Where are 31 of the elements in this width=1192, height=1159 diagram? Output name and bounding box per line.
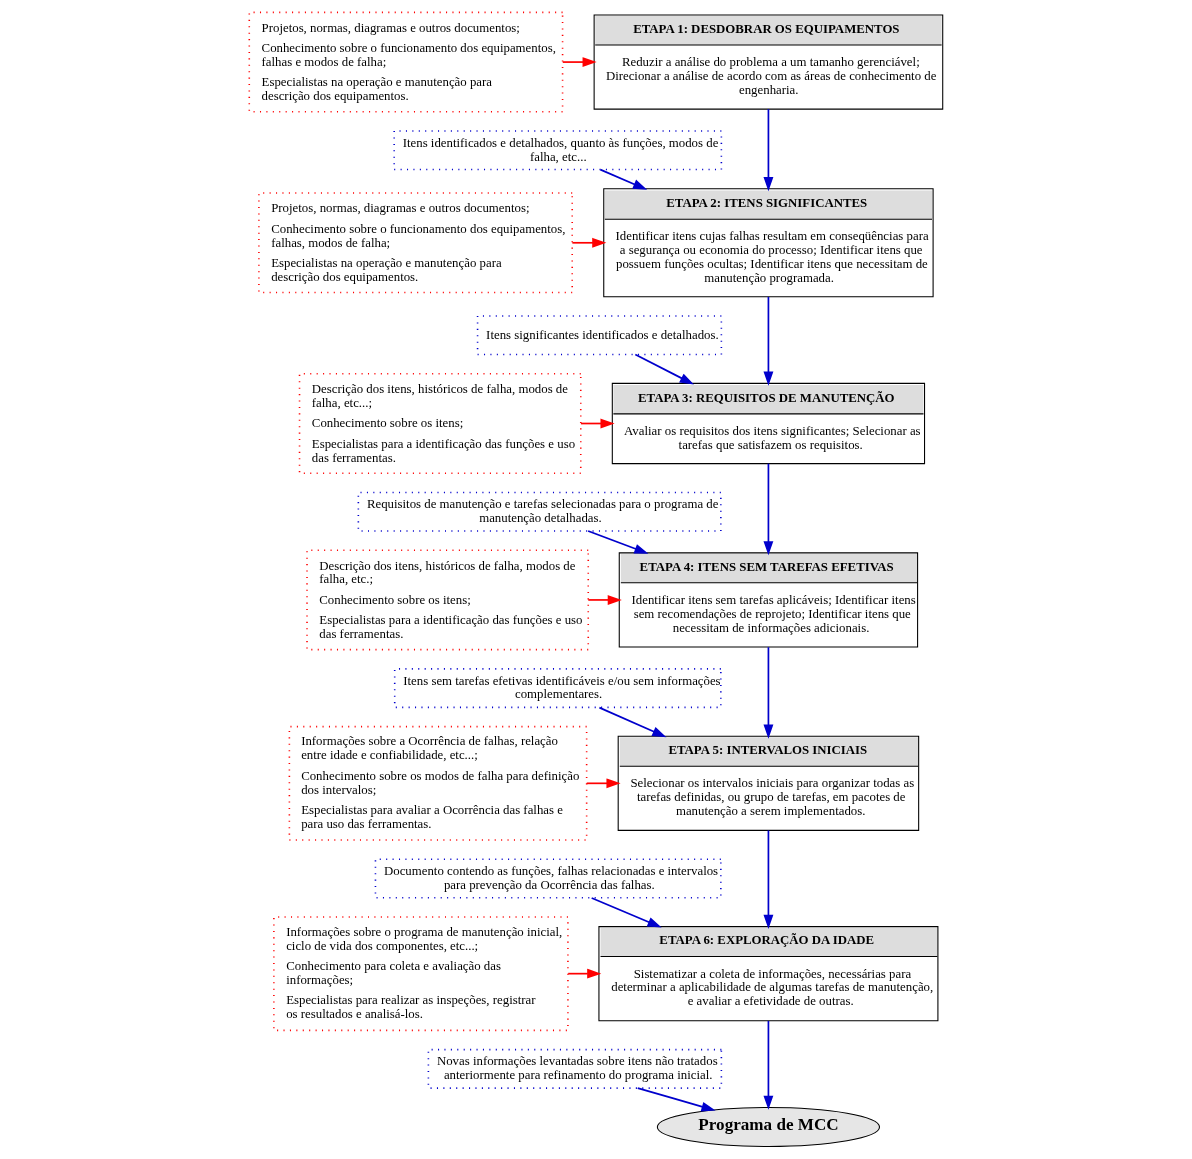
arrow — [587, 530, 649, 554]
arrow — [598, 706, 667, 738]
arrow — [763, 462, 774, 556]
arrow — [580, 418, 615, 429]
arrow — [763, 108, 774, 192]
arrow — [763, 646, 774, 739]
node-box: Itens sem tarefas efetivas identificáveis e/ou sem informações complementares. — [393, 668, 722, 709]
node-box: Descrição dos itens, históricos de falha, modos de falha, etc...; Conhecimento sobre os itens; Especialistas para a identificação das funções e uso das ferramentas. — [298, 372, 582, 475]
arrow — [599, 168, 648, 190]
node-box: Descrição dos itens, históricos de falha, modos de falha, etc.; Conhecimento sobre os itens; Especialistas para a identificação das funções e uso das ferramentas. — [306, 549, 590, 651]
arrow — [763, 296, 774, 386]
arrow — [763, 829, 774, 929]
arrow — [763, 1020, 774, 1110]
node-box: Itens identificados e detalhados, quanto às funções, modos de falha, etc... — [393, 130, 723, 171]
node-box: Novas informações levantadas sobre itens não tratados anteriormente para refinamento do programa inicial. — [427, 1048, 723, 1089]
node-box: Documento contendo as funções, falhas relacionadas e intervalos para prevenção da Ocorrência das falhas. — [374, 858, 722, 899]
node-ellipse: Programa de MCC — [656, 1106, 881, 1148]
node-box: Requisitos de manutenção e tarefas selecionadas para o programa de manutenção detalhadas. — [357, 491, 722, 532]
node-box: Informações sobre o programa de manutenção inicial, ciclo de vida dos componentes, etc...; Conhecimento para coleta e avaliação das informações; Especialistas para realizar as inspeções, registrar os resultados e analisá-los. — [273, 916, 569, 1032]
arrow — [636, 1087, 716, 1112]
node-box: Projetos, normas, diagramas e outros documentos; Conhecimento sobre o funcionamento dos equipamentos, falhas, modos de falha; Especialistas na operação e manutenção para descrição dos equipamentos. — [258, 192, 573, 294]
node-box: Informações sobre a Ocorrência de falhas, relação entre idade e confiabilidade, etc...; Conhecimento sobre os modos de falha para definição dos intervalos; Especialistas para avaliar a Ocorrência das falhas e para uso das ferramentas. — [288, 725, 588, 841]
node-box: Itens significantes identificados e detalhados. — [476, 315, 723, 356]
arrow — [587, 595, 622, 605]
arrow — [567, 968, 602, 979]
arrow — [590, 897, 662, 928]
arrow — [561, 57, 597, 68]
arrow — [571, 237, 607, 248]
arrow — [634, 353, 694, 385]
arrow — [585, 778, 621, 789]
node-box: Projetos, normas, diagramas e outros documentos; Conhecimento sobre o funcionamento dos equipamentos, falhas e modos de falha; Especialistas na operação e manutenção para descrição dos equipamentos. — [248, 11, 564, 113]
